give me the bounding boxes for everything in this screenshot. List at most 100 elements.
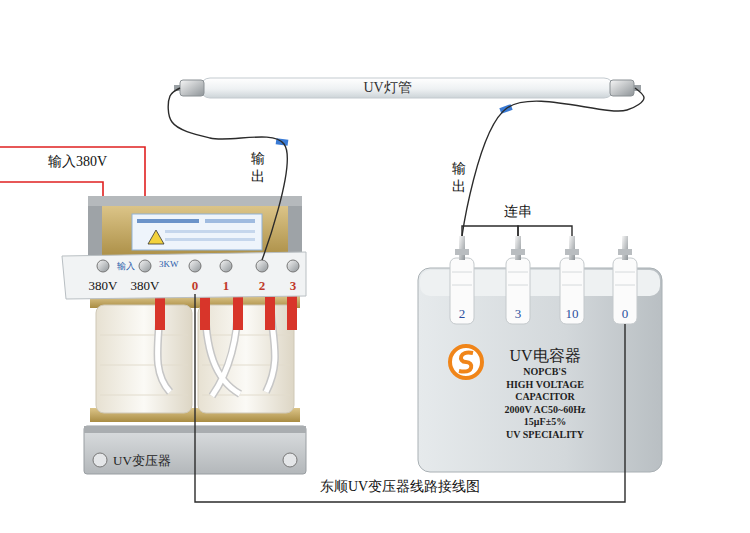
name-plate-stripe xyxy=(137,219,199,223)
wire-connector xyxy=(518,226,572,236)
edge-label: 输出 xyxy=(251,150,265,186)
transformer-terminal: 380V xyxy=(86,260,121,294)
insulator-body xyxy=(450,258,474,324)
node-text: HIGH VOLTAGE xyxy=(475,379,615,392)
node-text: 380V xyxy=(89,278,118,294)
terminal-stud xyxy=(97,260,109,272)
text-holder: 2 xyxy=(449,304,475,322)
terminal-stud xyxy=(459,236,465,260)
node-text: 2 xyxy=(459,306,466,322)
lamp-end-cap xyxy=(180,80,204,96)
text-holder: 380V xyxy=(86,276,121,294)
red-sleeve xyxy=(200,296,210,330)
wire-connector xyxy=(195,294,625,502)
node-text: 10 xyxy=(566,306,579,322)
uv-capacitor: UV电容器NOPCB'SHIGH VOLTAGECAPACITOR2000V A… xyxy=(418,268,662,472)
terminal-stud xyxy=(189,260,201,272)
terminal-nut xyxy=(511,249,525,255)
text-holder: 3 xyxy=(285,276,301,294)
text-holder: 380V xyxy=(128,276,163,294)
input-label: 输入380V xyxy=(48,154,107,171)
node-text: 15μF±5% xyxy=(475,416,615,429)
node-text: UV灯管 xyxy=(363,80,411,97)
warning-sign xyxy=(148,230,164,244)
text-holder: 3 xyxy=(505,304,531,322)
terminal-stud xyxy=(287,260,299,272)
terminal-board xyxy=(62,252,306,299)
brand-logo-mark xyxy=(459,353,473,372)
capacitor-terminal: 0 xyxy=(612,236,638,324)
node-text: 0 xyxy=(192,278,199,294)
wire-connector xyxy=(168,88,287,260)
transformer-base xyxy=(84,426,306,474)
node-text: NOPCB'S xyxy=(475,366,615,379)
terminal-stud xyxy=(569,236,575,260)
insulator-body xyxy=(560,258,584,324)
terminal-stud xyxy=(622,236,628,260)
coil-lead xyxy=(158,300,275,396)
transformer-terminal: 0 xyxy=(187,260,203,294)
name-plate-stripe xyxy=(165,230,255,233)
text-holder: UV灯管 xyxy=(180,77,635,99)
uv-lamp-tube: UV灯管 xyxy=(180,77,635,99)
insulator-body xyxy=(613,258,637,324)
transformer-terminal: 1 xyxy=(218,260,234,294)
edge-label: 输出 xyxy=(452,160,466,196)
terminal-nut xyxy=(618,249,632,255)
red-sleeve xyxy=(287,296,297,330)
board-marking: 3KW xyxy=(159,259,179,270)
red-sleeve xyxy=(265,296,275,330)
coil-lead-outline xyxy=(158,300,275,396)
lamp-end-cap xyxy=(610,80,634,96)
terminal-stud xyxy=(256,260,268,272)
wire-connector xyxy=(462,226,518,236)
transformer-terminal: 2 xyxy=(254,260,270,294)
terminal-nut xyxy=(455,249,469,255)
terminal-stud xyxy=(515,236,521,260)
text-holder: 2 xyxy=(254,276,270,294)
node-text: 1 xyxy=(223,278,230,294)
input-wire xyxy=(0,182,103,253)
node-text: UV变压器 xyxy=(113,453,171,469)
base-bolt xyxy=(93,453,107,467)
transformer-core xyxy=(95,205,295,260)
terminal-nut xyxy=(565,249,579,255)
terminal-stud xyxy=(220,260,232,272)
capacitor-terminal: 2 xyxy=(449,236,475,324)
text-holder: UV变压器 xyxy=(113,453,171,469)
text-holder: 1 xyxy=(218,276,234,294)
node-text: 0 xyxy=(622,306,629,322)
terminal-stud xyxy=(139,260,151,272)
wire-connector xyxy=(462,88,644,236)
capacitor-terminal: 10 xyxy=(559,236,585,324)
brand-logo xyxy=(450,346,482,378)
base-bolt xyxy=(283,453,297,467)
lamp-tube-glass xyxy=(200,78,614,98)
insulator-body xyxy=(506,258,530,324)
transformer-base-lip xyxy=(84,426,306,433)
insulator-rib xyxy=(452,272,635,285)
node-text: 3 xyxy=(290,278,297,294)
text-holder: 10 xyxy=(559,304,585,322)
transformer-terminal: 3 xyxy=(285,260,301,294)
capacitor-terminal: 3 xyxy=(505,236,531,324)
transformer-coil xyxy=(96,305,192,413)
node-text: 2000V AC50~60Hz xyxy=(475,404,615,417)
name-plate xyxy=(132,214,262,250)
uv-transformer: UV变压器 380V 380V 0 1 2 3 xyxy=(80,200,305,475)
coil-band xyxy=(100,335,290,395)
transformer-frame xyxy=(88,196,302,206)
node-text: 380V xyxy=(131,278,160,294)
caption: 东顺UV变压器线路接线图 xyxy=(316,479,484,496)
node-text: UV SPECIALITY xyxy=(475,429,615,442)
series-label: 连串 xyxy=(504,204,532,221)
name-plate-stripe xyxy=(205,219,255,223)
node-text: UV电容器 xyxy=(475,346,615,366)
board-marking: 输入 xyxy=(117,261,135,272)
node-text: 2 xyxy=(259,278,266,294)
wire-sleeve xyxy=(276,138,289,146)
name-plate-stripe xyxy=(165,238,255,241)
insulator xyxy=(450,236,637,324)
text-holder: UV电容器NOPCB'SHIGH VOLTAGECAPACITOR2000V A… xyxy=(475,346,615,441)
